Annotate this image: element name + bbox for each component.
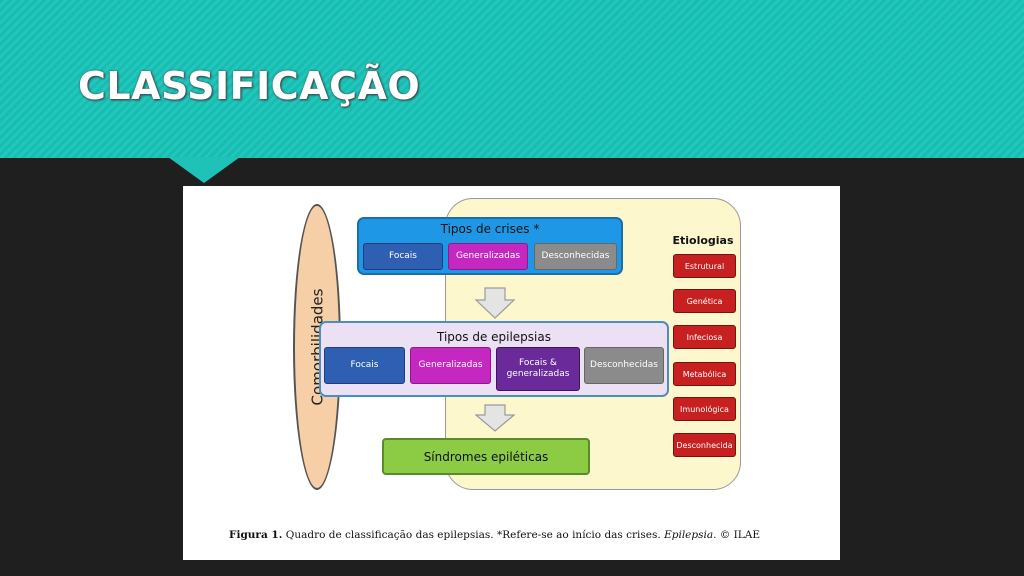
caption-credit: . © ILAE xyxy=(713,529,761,541)
etiology-infectious: Infeciosa xyxy=(673,325,736,349)
seizure-types-title: Tipos de crises * xyxy=(440,222,540,236)
etiology-unknown: Desconhecida xyxy=(673,433,736,457)
etiology-genetic: Genética xyxy=(673,289,736,313)
caption-journal: Epilepsia xyxy=(664,529,714,541)
seizure-generalized: Generalizadas xyxy=(448,243,528,270)
caption-text: Quadro de classificação das epilepsias. … xyxy=(282,529,665,541)
seizure-focal: Focais xyxy=(363,243,443,270)
arrow-down-icon xyxy=(475,404,515,432)
etiologies-title: Etiologias xyxy=(672,234,734,247)
epilepsy-unknown: Desconhecidas xyxy=(584,347,664,384)
slide-title: CLASSIFICAÇÃO xyxy=(78,64,421,108)
caption-label: Figura 1. xyxy=(229,529,283,541)
figure-caption: Figura 1. Quadro de classificação das ep… xyxy=(229,529,829,541)
etiology-structural: Estrutural xyxy=(673,254,736,278)
epileptic-syndromes-box: Síndromes epiléticas xyxy=(382,438,590,475)
etiology-metabolic: Metabólica xyxy=(673,362,736,386)
banner-pointer xyxy=(168,157,240,183)
arrow-down-icon xyxy=(475,287,515,319)
epilepsy-focal-and-generalized: Focais & generalizadas xyxy=(496,347,580,391)
epilepsy-generalized: Generalizadas xyxy=(410,347,491,384)
classification-figure: Comorbilidades Tipos de crises * Focais … xyxy=(183,186,840,560)
seizure-unknown: Desconhecidas xyxy=(534,243,617,270)
etiology-immune: Imunológica xyxy=(673,397,736,421)
epilepsy-focal: Focais xyxy=(324,347,405,384)
epilepsy-types-title: Tipos de epilepsias xyxy=(437,330,551,344)
header-banner xyxy=(0,0,1024,158)
